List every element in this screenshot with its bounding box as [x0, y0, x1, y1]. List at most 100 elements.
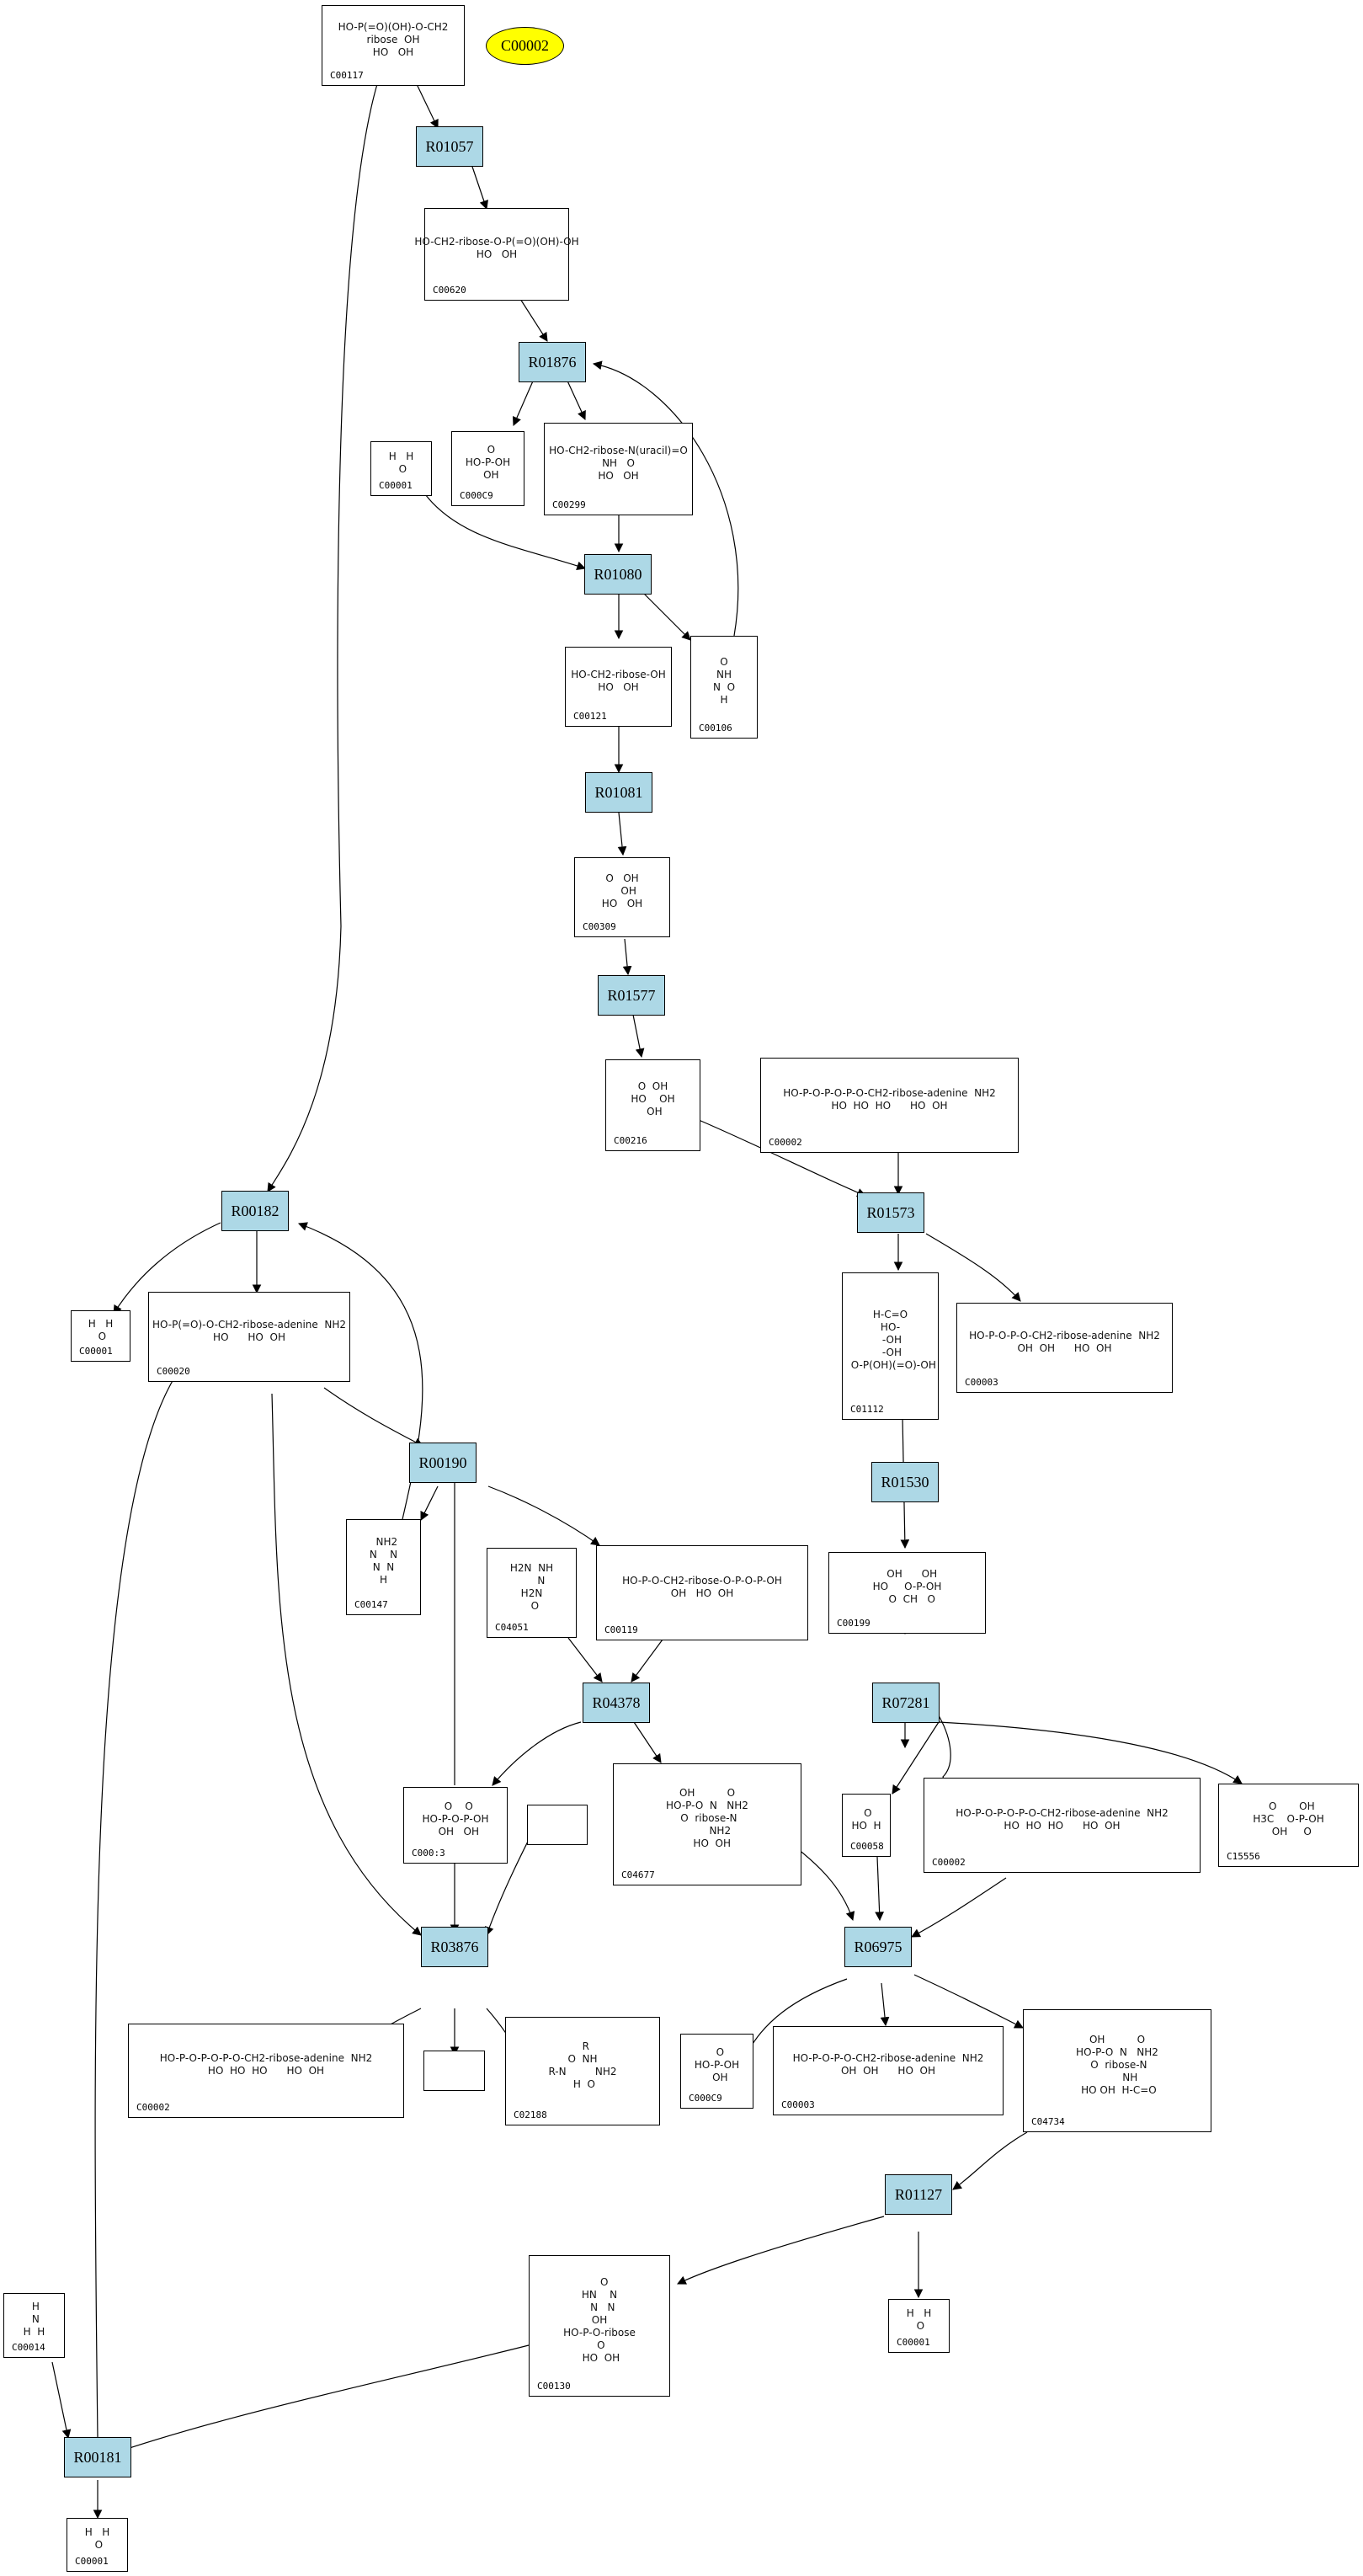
compound-node-c04051[interactable]: H2N NH N H2N O C04051 [487, 1548, 577, 1638]
empty-compound-node[interactable] [527, 1805, 588, 1845]
compound-id: C00130 [537, 2381, 571, 2392]
edge [925, 1233, 1021, 1302]
compound-id: C00003 [965, 1377, 998, 1388]
edge [297, 1222, 423, 1550]
edge [938, 1721, 1243, 1784]
empty-compound-node[interactable] [423, 2051, 485, 2091]
compound-node-c15556[interactable]: O OH H3C O-P-OH OH O C15556 [1218, 1784, 1359, 1867]
compound-id: C04677 [621, 1869, 655, 1880]
compound-id: C00002 [769, 1137, 802, 1148]
compound-structure: HO-CH2-ribose-O-P(=O)(OH)-OH HO OH [414, 236, 579, 260]
highlighted-compound-ellipse[interactable]: C00002 [486, 27, 564, 65]
edge [633, 1721, 662, 1763]
compound-node-c00003[interactable]: HO-P-O-P-O-CH2-ribose-adenine NH2 OH OH … [956, 1303, 1173, 1393]
compound-node-c00020[interactable]: HO-P(=O)-O-CH2-ribose-adenine NH2 HO HO … [148, 1292, 350, 1382]
compound-id: C00003 [781, 2099, 815, 2110]
reaction-node-r06975[interactable]: R06975 [844, 1927, 912, 1967]
compound-structure: H2N NH N H2N O [509, 1561, 554, 1612]
compound-structure: HO-P-O-P-O-P-O-CH2-ribose-adenine NH2 HO… [956, 1806, 1169, 1832]
edge [420, 1485, 439, 1521]
compound-id: C00001 [897, 2337, 930, 2348]
edge [565, 376, 586, 420]
edge [416, 83, 439, 129]
compound-node-c00620[interactable]: HO-CH2-ribose-O-P(=O)(OH)-OH HO OH C00620 [414, 208, 579, 301]
edge [487, 1485, 600, 1546]
reaction-node-r03876[interactable]: R03876 [421, 1927, 488, 1967]
compound-structure: HO-P(=O)-O-CH2-ribose-adenine NH2 HO HO … [152, 1318, 347, 1343]
compound-id: C00620 [433, 285, 466, 296]
compound-node-c00003[interactable]: HO-P-O-P-O-CH2-ribose-adenine NH2 OH OH … [773, 2026, 1004, 2115]
reaction-label: R00190 [418, 1453, 467, 1471]
edge [471, 163, 488, 211]
reaction-node-r00181[interactable]: R00181 [64, 2437, 131, 2477]
compound-node-c00002[interactable]: HO-P-O-P-O-P-O-CH2-ribose-adenine NH2 HO… [760, 1058, 1019, 1153]
reaction-node-r07281[interactable]: R07281 [872, 1683, 940, 1723]
compound-structure: HO-P-O-P-O-P-O-CH2-ribose-adenine NH2 HO… [159, 2052, 373, 2077]
reaction-label: R00182 [231, 1202, 280, 1219]
reaction-node-r01530[interactable]: R01530 [871, 1462, 939, 1502]
compound-node-c00002[interactable]: HO-P-O-P-O-P-O-CH2-ribose-adenine NH2 HO… [128, 2024, 404, 2118]
compound-node-c00002[interactable]: HO-P-O-P-O-P-O-CH2-ribose-adenine NH2 HO… [924, 1778, 1201, 1873]
reaction-node-r00190[interactable]: R00190 [409, 1443, 477, 1483]
compound-id: C15556 [1227, 1851, 1260, 1862]
reaction-node-r01081[interactable]: R01081 [585, 772, 652, 813]
compound-id: C00002 [932, 1857, 966, 1868]
compound-structure: O OH H3C O-P-OH OH O [1253, 1800, 1324, 1837]
reaction-node-r04378[interactable]: R04378 [583, 1683, 650, 1723]
reaction-label: R01057 [425, 137, 474, 155]
compound-id: C04051 [495, 1622, 529, 1633]
compound-id: C000C9 [689, 2093, 722, 2104]
reaction-node-r00182[interactable]: R00182 [221, 1191, 289, 1231]
reaction-label: R03876 [430, 1938, 479, 1955]
edge [622, 938, 632, 976]
reaction-node-r01080[interactable]: R01080 [584, 554, 652, 595]
reaction-node-r01876[interactable]: R01876 [519, 342, 586, 382]
compound-node-c04734[interactable]: OH O HO-P-O N NH2 O ribose-N NH HO OH H-… [1023, 2009, 1211, 2132]
compound-id: C00001 [75, 2556, 109, 2567]
compound-structure: H N H H [23, 2301, 45, 2338]
ellipse-label: C00002 [500, 37, 549, 54]
reaction-node-r01127[interactable]: R01127 [885, 2174, 952, 2215]
edge [567, 1637, 603, 1683]
edge [643, 593, 691, 641]
reaction-node-r01577[interactable]: R01577 [598, 975, 665, 1016]
compound-node-c00106[interactable]: O NH N O H C00106 [690, 636, 758, 739]
compound-structure: H H O [88, 1317, 114, 1342]
reaction-node-r01573[interactable]: R01573 [857, 1192, 924, 1233]
compound-id: C00309 [583, 921, 616, 932]
compound-id: C00106 [699, 723, 732, 733]
compound-structure: HO-P-O-P-O-CH2-ribose-adenine NH2 OH OH … [969, 1329, 1160, 1354]
reaction-label: R00181 [73, 2448, 122, 2466]
compound-structure: O NH N O H [712, 656, 736, 706]
edge [913, 1974, 1024, 2029]
edge [617, 812, 627, 856]
compound-structure: HO-P-O-P-O-CH2-ribose-adenine NH2 OH OH … [792, 2052, 984, 2077]
reaction-node-r01057[interactable]: R01057 [416, 126, 483, 167]
edge [632, 1014, 645, 1059]
compound-id: C02188 [514, 2109, 547, 2120]
compound-structure: OH O HO-P-O N NH2 O ribose-N NH HO OH H-… [1076, 2033, 1158, 2096]
compound-structure: HO-P-O-CH2-ribose-O-P-O-P-OH OH HO OH [622, 1574, 782, 1599]
